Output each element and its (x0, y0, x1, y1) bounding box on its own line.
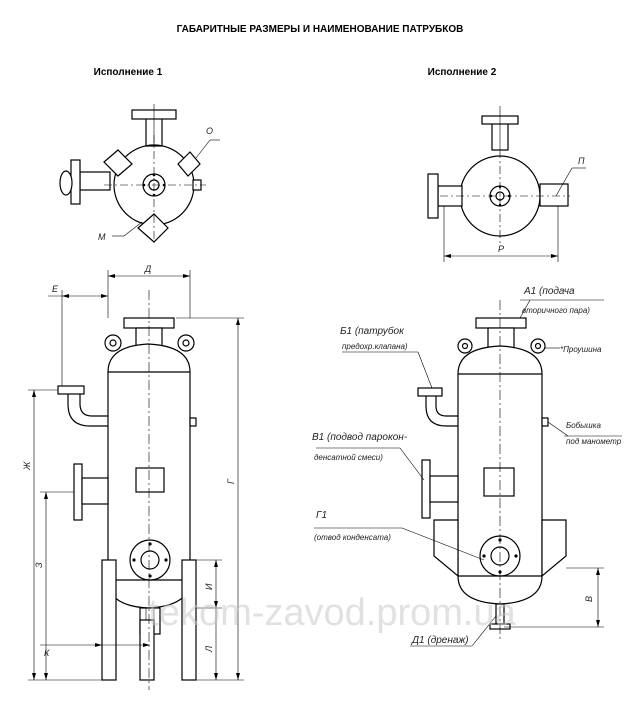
dim-L: Л (204, 645, 214, 653)
dim-Zh: Ж (22, 461, 32, 471)
nozzle-V1-desc: денсатной смеси) (314, 453, 383, 462)
nozzle-B1-desc: предохр.клапана) (342, 342, 408, 351)
dim-V: В (584, 596, 594, 602)
dim-K: К (44, 648, 50, 658)
dim-O: О (206, 126, 213, 136)
nozzle-A1-desc: вторичного пара) (522, 306, 590, 315)
dim-G: Г (226, 478, 236, 484)
dim-Z: З (34, 562, 44, 568)
nozzle-A1-label: А1 (подача (523, 286, 575, 297)
drawing-title: ГАБАРИТНЫЕ РАЗМЕРЫ И НАИМЕНОВАНИЕ ПАТРУБ… (177, 24, 464, 35)
dim-R: Р (498, 244, 504, 254)
variant1-front-view (28, 270, 244, 690)
dim-E: Е (52, 284, 59, 294)
watermark: tekom-zavod.prom.ua (148, 592, 516, 634)
nozzle-B1-label: Б1 (патрубок (340, 325, 405, 337)
nozzle-D1-label: Д1 (дренаж) (411, 635, 469, 646)
dim-M: М (98, 232, 106, 242)
dim-I: И (204, 583, 214, 590)
lug-label: *Проушина (560, 345, 602, 354)
nozzle-G1-label: Г1 (316, 510, 327, 521)
nozzle-G1-desc: (отвод конденсата) (314, 533, 391, 542)
variant2-label: Исполнение 2 (428, 67, 497, 78)
boss-desc: под манометр (566, 437, 622, 446)
variant2-top-view (427, 106, 586, 262)
nozzle-V1-label: В1 (подвод парокон- (312, 432, 408, 443)
variant1-top-view (59, 104, 220, 243)
variant2-front-view (314, 299, 622, 647)
boss-label: Бобышка (566, 421, 601, 430)
dim-D: Д (144, 264, 152, 274)
dim-P: П (578, 156, 585, 166)
variant1-label: Исполнение 1 (94, 67, 163, 78)
